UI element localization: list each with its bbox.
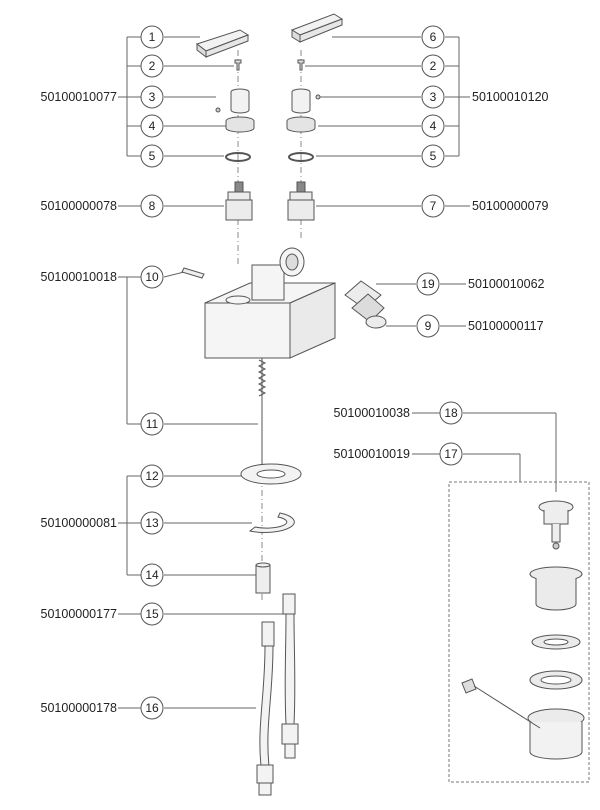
callout-1: 1 [149,30,156,44]
mounting-nut [255,562,271,594]
callout-15: 15 [145,607,159,621]
callout-7: 7 [430,199,437,213]
callout-6: 6 [430,30,437,44]
part-number-cartridge-right: 50100000079 [472,199,549,213]
handle-adapter-left [215,88,250,114]
callout-11: 11 [146,417,159,431]
hose-short [281,593,299,759]
part-number-drain: 50100010019 [334,447,411,461]
callout-2-left: 2 [149,59,156,73]
leader-lines [118,36,557,709]
part-number-handle-set-left: 50100010077 [41,90,118,104]
callout-9: 9 [425,319,432,333]
callout-4-left: 4 [149,119,156,133]
callout-2-right: 2 [430,59,437,73]
threaded-rod [257,358,267,465]
callout-18: 18 [444,406,458,420]
faucet-body [204,247,336,359]
handle-screws [234,59,305,71]
handle-adapter-right [291,88,321,114]
cap-nuts [225,116,316,133]
drain-group-box [448,481,590,783]
part-number-aerator-housing: 50100010062 [468,277,545,291]
part-number-labels: 50100010077 50100010120 50100000078 5010… [41,90,549,715]
cartridge-left [225,181,253,221]
cartridge-right [287,181,315,221]
callout-5-right: 5 [430,149,437,163]
drain-linkage [461,678,541,729]
part-number-drain-plug: 50100010038 [334,406,411,420]
callout-16: 16 [145,701,159,715]
callout-19: 19 [421,277,435,291]
part-number-cartridge-left: 50100000078 [41,199,118,213]
callout-3-right: 3 [430,90,437,104]
hose-long [256,621,275,796]
part-number-mounting-kit: 50100000081 [41,516,118,530]
o-rings [225,152,314,162]
horseshoe-plate [248,512,295,533]
part-number-body: 50100010018 [41,270,118,284]
callout-circles [140,25,463,720]
drain-body [527,566,585,760]
callout-5-left: 5 [149,149,156,163]
callout-4-right: 4 [430,119,437,133]
callout-3-left: 3 [149,90,156,104]
callout-17: 17 [444,447,458,461]
handle-right [290,13,344,43]
callout-12: 12 [145,469,159,483]
callout-8: 8 [149,199,156,213]
pin [181,267,205,279]
callout-13: 13 [145,516,159,530]
aerator [344,280,387,329]
part-number-hose-long: 50100000178 [41,701,118,715]
part-number-aerator: 50100000117 [468,319,544,333]
part-number-hose-short: 50100000177 [41,607,118,621]
handle-left [195,29,250,59]
callout-numbers: 1 2 3 4 5 6 2 3 4 5 8 7 10 19 9 11 18 17… [145,30,458,715]
callout-14: 14 [145,568,159,582]
callout-10: 10 [145,270,159,284]
mounting-washer [240,463,302,485]
drain-plug [538,500,574,550]
part-number-handle-set-right: 50100010120 [472,90,549,104]
